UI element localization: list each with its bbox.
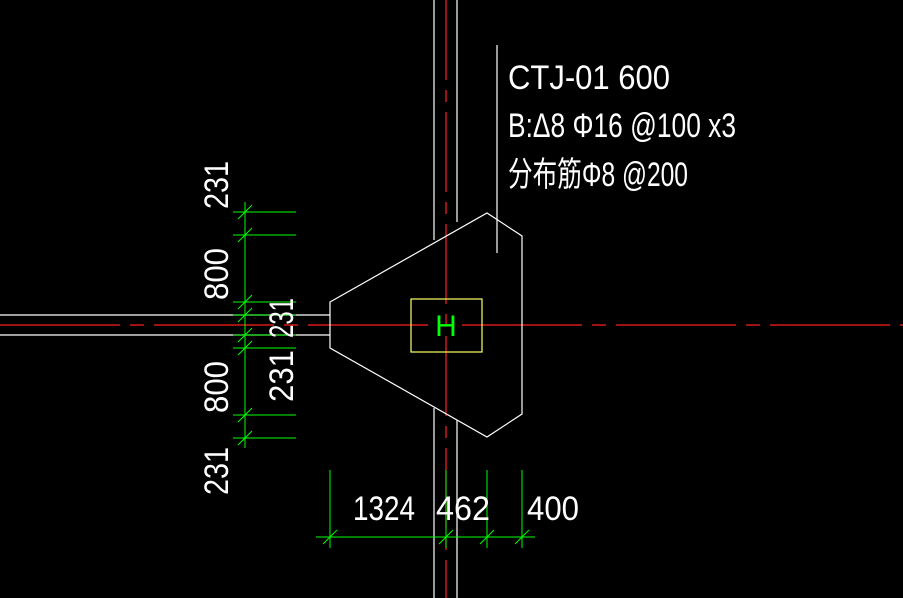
dim-label-lower-800: 800 xyxy=(198,361,236,413)
pile-cap-outline xyxy=(329,212,523,438)
annotation-line-3: 分布筋Φ8 @200 xyxy=(508,156,688,194)
dim-label-top-231: 231 xyxy=(198,161,236,209)
vertical-wall xyxy=(433,0,458,598)
dim-label-400: 400 xyxy=(527,490,579,528)
vertical-dim-tick-6 xyxy=(237,340,253,356)
annotation-line-2: B:Δ8 Φ16 @100 x3 xyxy=(508,107,736,145)
dim-label-inner-231-b: 231 xyxy=(263,350,301,402)
vertical-dim-tick-2 xyxy=(237,227,253,243)
dim-label-462: 462 xyxy=(436,490,490,528)
vertical-dim-tick-7 xyxy=(237,407,253,423)
vertical-dimension-chain xyxy=(233,202,296,448)
vertical-dim-tick-5 xyxy=(237,327,253,343)
horizontal-dimension-labels: 1324 462 400 xyxy=(353,490,579,528)
column-label: H xyxy=(435,310,457,343)
vertical-dim-tick-8 xyxy=(237,430,253,446)
dim-label-upper-800: 800 xyxy=(198,248,236,300)
dim-label-bottom-231: 231 xyxy=(198,447,236,495)
annotation-block: CTJ-01 600 B:Δ8 Φ16 @100 x3 分布筋Φ8 @200 xyxy=(508,59,736,194)
horizontal-dim-tick-1 xyxy=(322,529,338,545)
horizontal-dim-tick-3 xyxy=(479,529,495,545)
dim-label-1324: 1324 xyxy=(353,490,415,528)
vertical-dim-tick-4 xyxy=(237,307,253,323)
vertical-dimension-labels: 231 800 231 231 800 231 xyxy=(198,161,301,495)
annotation-line-1: CTJ-01 600 xyxy=(508,59,670,97)
column-box xyxy=(410,298,483,353)
horizontal-dim-tick-4 xyxy=(514,529,530,545)
vertical-dim-tick-3 xyxy=(237,294,253,310)
horizontal-dim-tick-2 xyxy=(438,529,454,545)
horizontal-dimension-chain xyxy=(316,470,535,548)
vertical-dim-tick-1 xyxy=(237,204,253,220)
dim-label-inner-231-a: 231 xyxy=(263,298,301,338)
